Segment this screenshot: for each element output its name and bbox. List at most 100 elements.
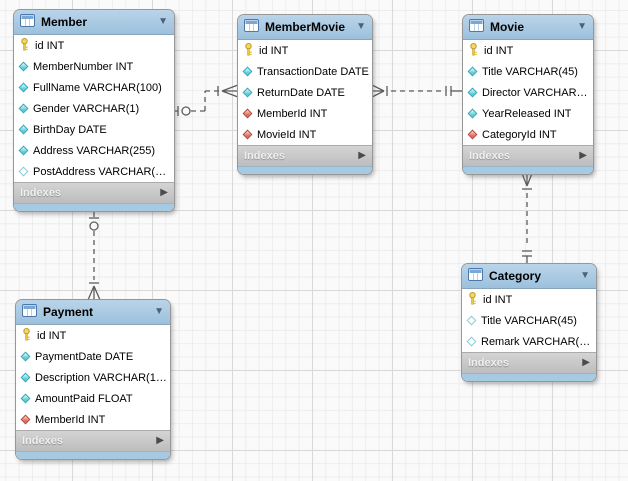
column-list: id INT Title VARCHAR(45) Director VARCHA… bbox=[463, 40, 593, 145]
column-label: Title VARCHAR(45) bbox=[482, 65, 578, 78]
notnull-diamond-icon bbox=[20, 351, 31, 362]
indexes-label: Indexes bbox=[469, 150, 510, 162]
expand-arrow-icon[interactable]: ▶ bbox=[358, 150, 366, 161]
column-row[interactable]: Address VARCHAR(255) bbox=[14, 140, 174, 161]
notnull-diamond-icon bbox=[467, 87, 478, 98]
column-row[interactable]: MemberId INT bbox=[238, 103, 372, 124]
indexes-bar[interactable]: Indexes ▶ bbox=[462, 352, 596, 373]
column-label: PostAddress VARCHAR(255) bbox=[33, 165, 172, 178]
column-label: Description VARCHAR(100) bbox=[35, 371, 168, 384]
collapse-arrow-icon[interactable]: ▼ bbox=[577, 21, 587, 32]
column-label: Gender VARCHAR(1) bbox=[33, 102, 140, 115]
indexes-bar[interactable]: Indexes ▶ bbox=[14, 182, 174, 203]
table-footer bbox=[14, 203, 174, 211]
column-row[interactable]: id INT bbox=[463, 40, 593, 61]
column-row[interactable]: YearReleased INT bbox=[463, 103, 593, 124]
column-label: TransactionDate DATE bbox=[257, 65, 369, 78]
relationship-member-membermovie[interactable] bbox=[174, 84, 239, 116]
foreign-key-diamond-icon bbox=[467, 129, 478, 140]
primary-key-icon bbox=[22, 327, 31, 344]
column-label: MemberId INT bbox=[35, 413, 106, 426]
column-row[interactable]: Director VARCHAR(45) bbox=[463, 82, 593, 103]
column-row[interactable]: Title VARCHAR(45) bbox=[463, 61, 593, 82]
column-list: id INT PaymentDate DATE Description VARC… bbox=[16, 325, 170, 430]
expand-arrow-icon[interactable]: ▶ bbox=[160, 187, 168, 198]
column-row[interactable]: CategoryId INT bbox=[463, 124, 593, 145]
expand-arrow-icon[interactable]: ▶ bbox=[156, 435, 164, 446]
table-member[interactable]: Member ▼ id INT MemberNumber INT FullNam… bbox=[14, 10, 174, 211]
cardinality-circle-icon bbox=[89, 221, 99, 231]
collapse-arrow-icon[interactable]: ▼ bbox=[356, 21, 366, 32]
collapse-arrow-icon[interactable]: ▼ bbox=[158, 16, 168, 27]
column-row[interactable]: PostAddress VARCHAR(255) bbox=[14, 161, 174, 182]
primary-key-icon bbox=[469, 42, 478, 59]
column-row[interactable]: id INT bbox=[462, 289, 596, 310]
column-row[interactable]: Description VARCHAR(100) bbox=[16, 367, 170, 388]
table-icon bbox=[468, 268, 483, 284]
expand-arrow-icon[interactable]: ▶ bbox=[582, 357, 590, 368]
indexes-bar[interactable]: Indexes ▶ bbox=[16, 430, 170, 451]
column-row[interactable]: TransactionDate DATE bbox=[238, 61, 372, 82]
indexes-bar[interactable]: Indexes ▶ bbox=[238, 145, 372, 166]
table-payment[interactable]: Payment ▼ id INT PaymentDate DATE Descri… bbox=[16, 300, 170, 459]
column-row[interactable]: ReturnDate DATE bbox=[238, 82, 372, 103]
column-row[interactable]: id INT bbox=[16, 325, 170, 346]
column-row[interactable]: MemberId INT bbox=[16, 409, 170, 430]
table-header[interactable]: MemberMovie ▼ bbox=[238, 15, 372, 40]
column-row[interactable]: id INT bbox=[238, 40, 372, 61]
notnull-diamond-icon bbox=[18, 61, 29, 72]
column-row[interactable]: AmountPaid FLOAT bbox=[16, 388, 170, 409]
table-footer bbox=[462, 373, 596, 381]
column-label: id INT bbox=[37, 329, 67, 342]
crow-foot-icon bbox=[221, 84, 239, 98]
column-row[interactable]: Gender VARCHAR(1) bbox=[14, 98, 174, 119]
notnull-diamond-icon bbox=[20, 372, 31, 383]
column-row[interactable]: PaymentDate DATE bbox=[16, 346, 170, 367]
notnull-diamond-icon bbox=[18, 103, 29, 114]
column-row[interactable]: FullName VARCHAR(100) bbox=[14, 77, 174, 98]
column-row[interactable]: BirthDay DATE bbox=[14, 119, 174, 140]
notnull-diamond-icon bbox=[242, 66, 253, 77]
expand-arrow-icon[interactable]: ▶ bbox=[579, 150, 587, 161]
column-label: Remark VARCHAR(500) bbox=[481, 335, 594, 348]
table-header[interactable]: Payment ▼ bbox=[16, 300, 170, 325]
relationship-movie-category[interactable] bbox=[520, 170, 534, 264]
table-movie[interactable]: Movie ▼ id INT Title VARCHAR(45) Directo… bbox=[463, 15, 593, 174]
primary-key-icon bbox=[244, 42, 253, 59]
column-row[interactable]: MovieId INT bbox=[238, 124, 372, 145]
table-header[interactable]: Movie ▼ bbox=[463, 15, 593, 40]
column-row[interactable]: Title VARCHAR(45) bbox=[462, 310, 596, 331]
column-label: BirthDay DATE bbox=[33, 123, 107, 136]
column-row[interactable]: MemberNumber INT bbox=[14, 56, 174, 77]
column-label: AmountPaid FLOAT bbox=[35, 392, 133, 405]
table-icon bbox=[244, 19, 259, 35]
notnull-diamond-icon bbox=[242, 87, 253, 98]
notnull-diamond-icon bbox=[467, 66, 478, 77]
column-row[interactable]: id INT bbox=[14, 35, 174, 56]
foreign-key-diamond-icon bbox=[242, 108, 253, 119]
column-label: FullName VARCHAR(100) bbox=[33, 81, 162, 94]
column-label: id INT bbox=[484, 44, 514, 57]
table-title: MemberMovie bbox=[265, 20, 346, 34]
table-footer bbox=[463, 166, 593, 174]
table-icon bbox=[469, 19, 484, 35]
column-label: YearReleased INT bbox=[482, 107, 572, 120]
relationship-member-payment[interactable] bbox=[87, 208, 101, 301]
table-header[interactable]: Member ▼ bbox=[14, 10, 174, 35]
collapse-arrow-icon[interactable]: ▼ bbox=[154, 306, 164, 317]
column-list: id INT TransactionDate DATE ReturnDate D… bbox=[238, 40, 372, 145]
column-list: id INT Title VARCHAR(45) Remark VARCHAR(… bbox=[462, 289, 596, 352]
table-title: Payment bbox=[43, 305, 94, 319]
table-membermovie[interactable]: MemberMovie ▼ id INT TransactionDate DAT… bbox=[238, 15, 372, 174]
collapse-arrow-icon[interactable]: ▼ bbox=[580, 270, 590, 281]
indexes-bar[interactable]: Indexes ▶ bbox=[463, 145, 593, 166]
column-label: MemberId INT bbox=[257, 107, 328, 120]
relationship-membermovie-movie[interactable] bbox=[371, 84, 463, 98]
table-category[interactable]: Category ▼ id INT Title VARCHAR(45) Rema… bbox=[462, 264, 596, 381]
table-title: Category bbox=[489, 269, 542, 283]
column-row[interactable]: Remark VARCHAR(500) bbox=[462, 331, 596, 352]
table-title: Member bbox=[41, 15, 88, 29]
table-header[interactable]: Category ▼ bbox=[462, 264, 596, 289]
